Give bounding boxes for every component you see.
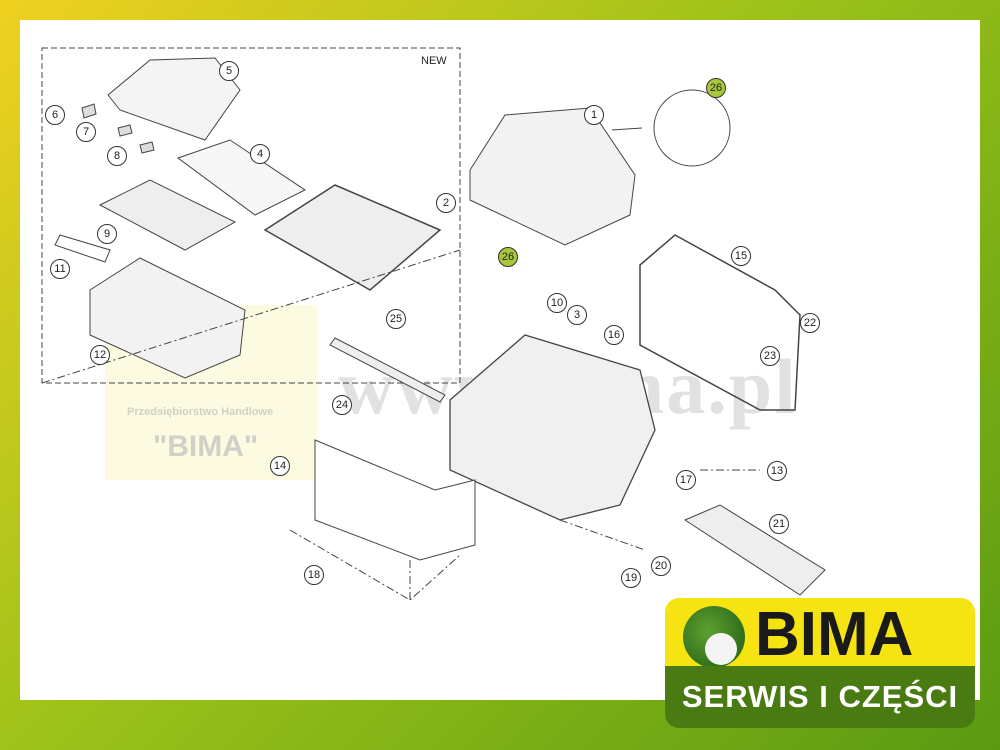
callout-3: 3	[567, 305, 587, 325]
detail-arrow	[611, 127, 643, 131]
callout-21: 21	[769, 514, 789, 534]
callout-9: 9	[97, 224, 117, 244]
callout-18: 18	[304, 565, 324, 585]
part-1-cover	[469, 107, 636, 246]
part-8	[139, 141, 155, 154]
part-11	[54, 234, 111, 263]
callout-26-top: 26	[706, 78, 726, 98]
logo-brand: BIMA	[755, 600, 914, 669]
new-label: NEW	[421, 55, 447, 67]
detail-circle	[653, 89, 731, 167]
part-2-tray	[263, 184, 442, 291]
callout-25: 25	[386, 309, 406, 329]
callout-26: 26	[498, 247, 518, 267]
callout-8: 8	[107, 146, 127, 166]
part-16-body	[449, 334, 656, 521]
callout-15: 15	[731, 246, 751, 266]
new-parts-box	[41, 47, 461, 384]
part-4-plate	[176, 139, 306, 216]
part-5-lid	[107, 57, 241, 141]
callout-23: 23	[760, 346, 780, 366]
callout-1: 1	[584, 105, 604, 125]
watermark-company-name: "BIMA"	[153, 430, 259, 463]
callout-12: 12	[90, 345, 110, 365]
part-12-housing	[89, 257, 246, 379]
callout-20: 20	[651, 556, 671, 576]
callout-5: 5	[219, 61, 239, 81]
part-21	[683, 504, 826, 596]
part-7	[117, 124, 133, 137]
part-9-filter	[98, 179, 237, 251]
watermark-company-line: Przedsiębiorstwo Handlowe	[127, 406, 274, 418]
callout-19: 19	[621, 568, 641, 588]
callout-16: 16	[604, 325, 624, 345]
callout-10: 10	[547, 293, 567, 313]
callout-24: 24	[332, 395, 352, 415]
assembly-line	[559, 519, 646, 551]
logo-top-band: BIMA	[665, 598, 975, 669]
callout-13: 13	[767, 461, 787, 481]
logo-tagline: SERWIS I CZĘŚCI	[665, 666, 975, 728]
callout-14: 14	[270, 456, 290, 476]
callout-11: 11	[50, 259, 70, 279]
callout-7: 7	[76, 122, 96, 142]
part-24	[329, 337, 446, 403]
part-14-sheet	[314, 439, 476, 561]
assembly-line	[289, 529, 461, 601]
diagram-canvas: Przedsiębiorstwo Handlowe "BIMA" www.bim…	[20, 20, 980, 700]
part-6	[81, 103, 97, 119]
logo-white-ball-icon	[705, 633, 737, 665]
assembly-line	[41, 249, 461, 384]
callout-22: 22	[800, 313, 820, 333]
parts-drawing	[41, 47, 826, 601]
callout-6: 6	[45, 105, 65, 125]
callout-4: 4	[250, 144, 270, 164]
callout-2: 2	[436, 193, 456, 213]
bima-logo: BIMA SERWIS I CZĘŚCI	[665, 598, 975, 728]
part-15-frame	[639, 234, 801, 411]
callout-17: 17	[676, 470, 696, 490]
